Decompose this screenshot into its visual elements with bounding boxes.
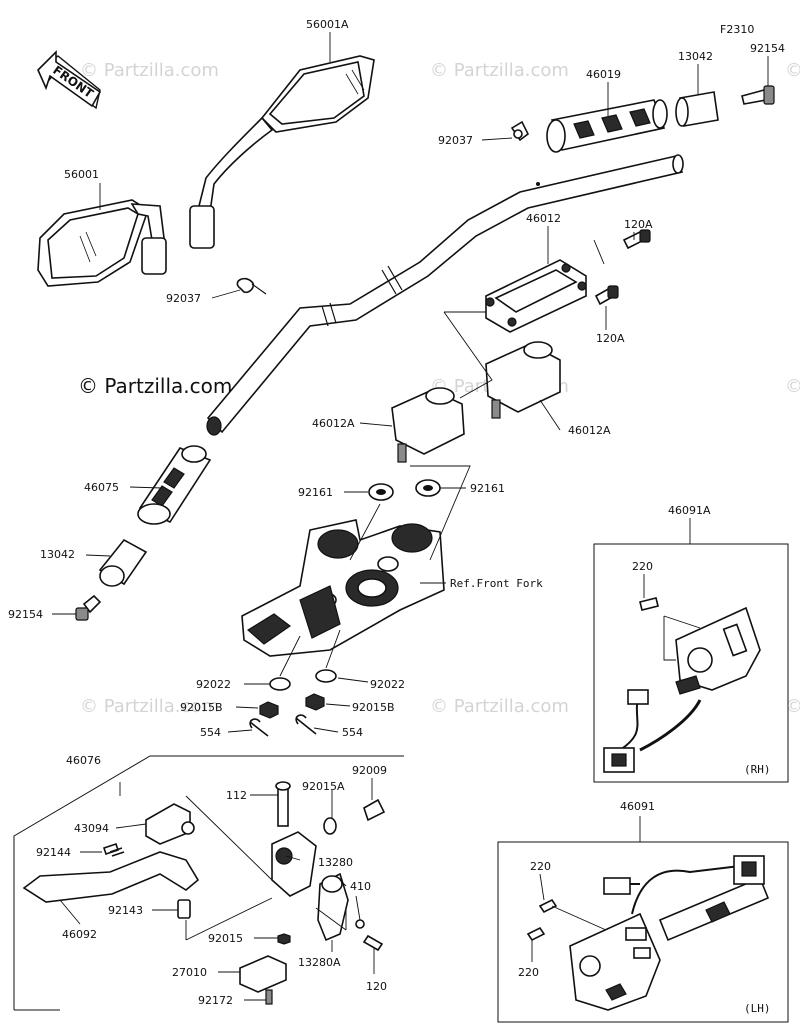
washers-92161 — [368, 479, 441, 501]
label-46075: 46075 — [84, 481, 119, 494]
label-46012A-left: 46012A — [312, 417, 355, 430]
watermark-text: © Partzilla.com — [80, 696, 219, 717]
label-92143: 92143 — [108, 904, 143, 917]
label-lh-tag: (LH) — [744, 1002, 771, 1015]
label-554-left: 554 — [200, 726, 221, 739]
watermark-text: © Partzilla.com — [785, 60, 800, 81]
label-220-lh-top: 220 — [530, 860, 551, 873]
label-92037-mid: 92037 — [166, 292, 201, 305]
switch-lh — [497, 841, 789, 1023]
label-13042-top: 13042 — [678, 50, 713, 63]
callout-labels: 56001A 56001 F2310 92154 13042 46019 920… — [8, 18, 785, 1015]
clip-mid — [236, 277, 267, 295]
label-46092: 46092 — [62, 928, 97, 941]
label-554-right: 554 — [342, 726, 363, 739]
label-92022-left: 92022 — [196, 678, 231, 691]
label-120A-top: 120A — [624, 218, 653, 231]
lever-assembly — [13, 755, 404, 1011]
label-92154-top: 92154 — [750, 42, 785, 55]
label-46019: 46019 — [586, 68, 621, 81]
label-27010: 27010 — [172, 966, 207, 979]
label-46091A: 46091A — [668, 504, 711, 517]
label-410: 410 — [350, 880, 371, 893]
label-92144: 92144 — [36, 846, 71, 859]
label-rh-tag: (RH) — [744, 763, 771, 776]
leader-lines — [52, 32, 769, 1001]
handlebar — [206, 154, 684, 436]
label-92015: 92015 — [208, 932, 243, 945]
label-92015B-right: 92015B — [352, 701, 395, 714]
label-220-lh-bottom: 220 — [518, 966, 539, 979]
label-92161-right: 92161 — [470, 482, 505, 495]
holder-lower-right — [485, 341, 561, 419]
label-92015A: 92015A — [302, 780, 345, 793]
label-56001A: 56001A — [306, 18, 349, 31]
watermark-text: © Partzilla.com — [430, 696, 569, 717]
holder-lower-left — [391, 387, 465, 463]
clip-top — [510, 120, 530, 142]
label-92154-left: 92154 — [8, 608, 43, 621]
holder-upper — [485, 259, 587, 333]
label-56001: 56001 — [64, 168, 99, 181]
watermark-text: © Partzilla.com — [430, 60, 569, 81]
label-92015B-left: 92015B — [180, 701, 223, 714]
label-92172: 92172 — [198, 994, 233, 1007]
label-120: 120 — [366, 980, 387, 993]
label-92022-right: 92022 — [370, 678, 405, 691]
label-F2310: F2310 — [720, 23, 754, 36]
label-92009: 92009 — [352, 764, 387, 777]
label-46076: 46076 — [66, 754, 101, 767]
label-92161-left: 92161 — [298, 486, 333, 499]
label-46012: 46012 — [526, 212, 561, 225]
label-13280: 13280 — [318, 856, 353, 869]
watermark-text: © Partzilla.com — [785, 696, 800, 717]
label-46091: 46091 — [620, 800, 655, 813]
grip-right — [546, 99, 668, 153]
watermark-text: © Partzilla.com — [80, 60, 219, 81]
label-43094: 43094 — [74, 822, 109, 835]
watermark-text: © Partzilla.com — [785, 376, 800, 397]
mirror-right — [189, 55, 375, 249]
watermark-main: © Partzilla.com — [78, 374, 232, 398]
label-92037-top: 92037 — [438, 134, 473, 147]
label-ref-front-fork: Ref.Front Fork — [450, 577, 543, 590]
label-46012A-right: 46012A — [568, 424, 611, 437]
clamp-hardware — [249, 669, 337, 737]
bolts-120A — [594, 229, 651, 306]
label-112: 112 — [226, 789, 247, 802]
label-13042-left: 13042 — [40, 548, 75, 561]
triple-clamp — [241, 519, 445, 657]
label-13280A: 13280A — [298, 956, 341, 969]
grip-left — [137, 445, 212, 525]
label-220-rh: 220 — [632, 560, 653, 573]
switch-rh — [593, 543, 789, 783]
mirror-left — [37, 199, 167, 287]
label-120A-bottom: 120A — [596, 332, 625, 345]
bar-end-weight-left — [75, 538, 148, 621]
bar-end-weight-top — [675, 85, 775, 127]
